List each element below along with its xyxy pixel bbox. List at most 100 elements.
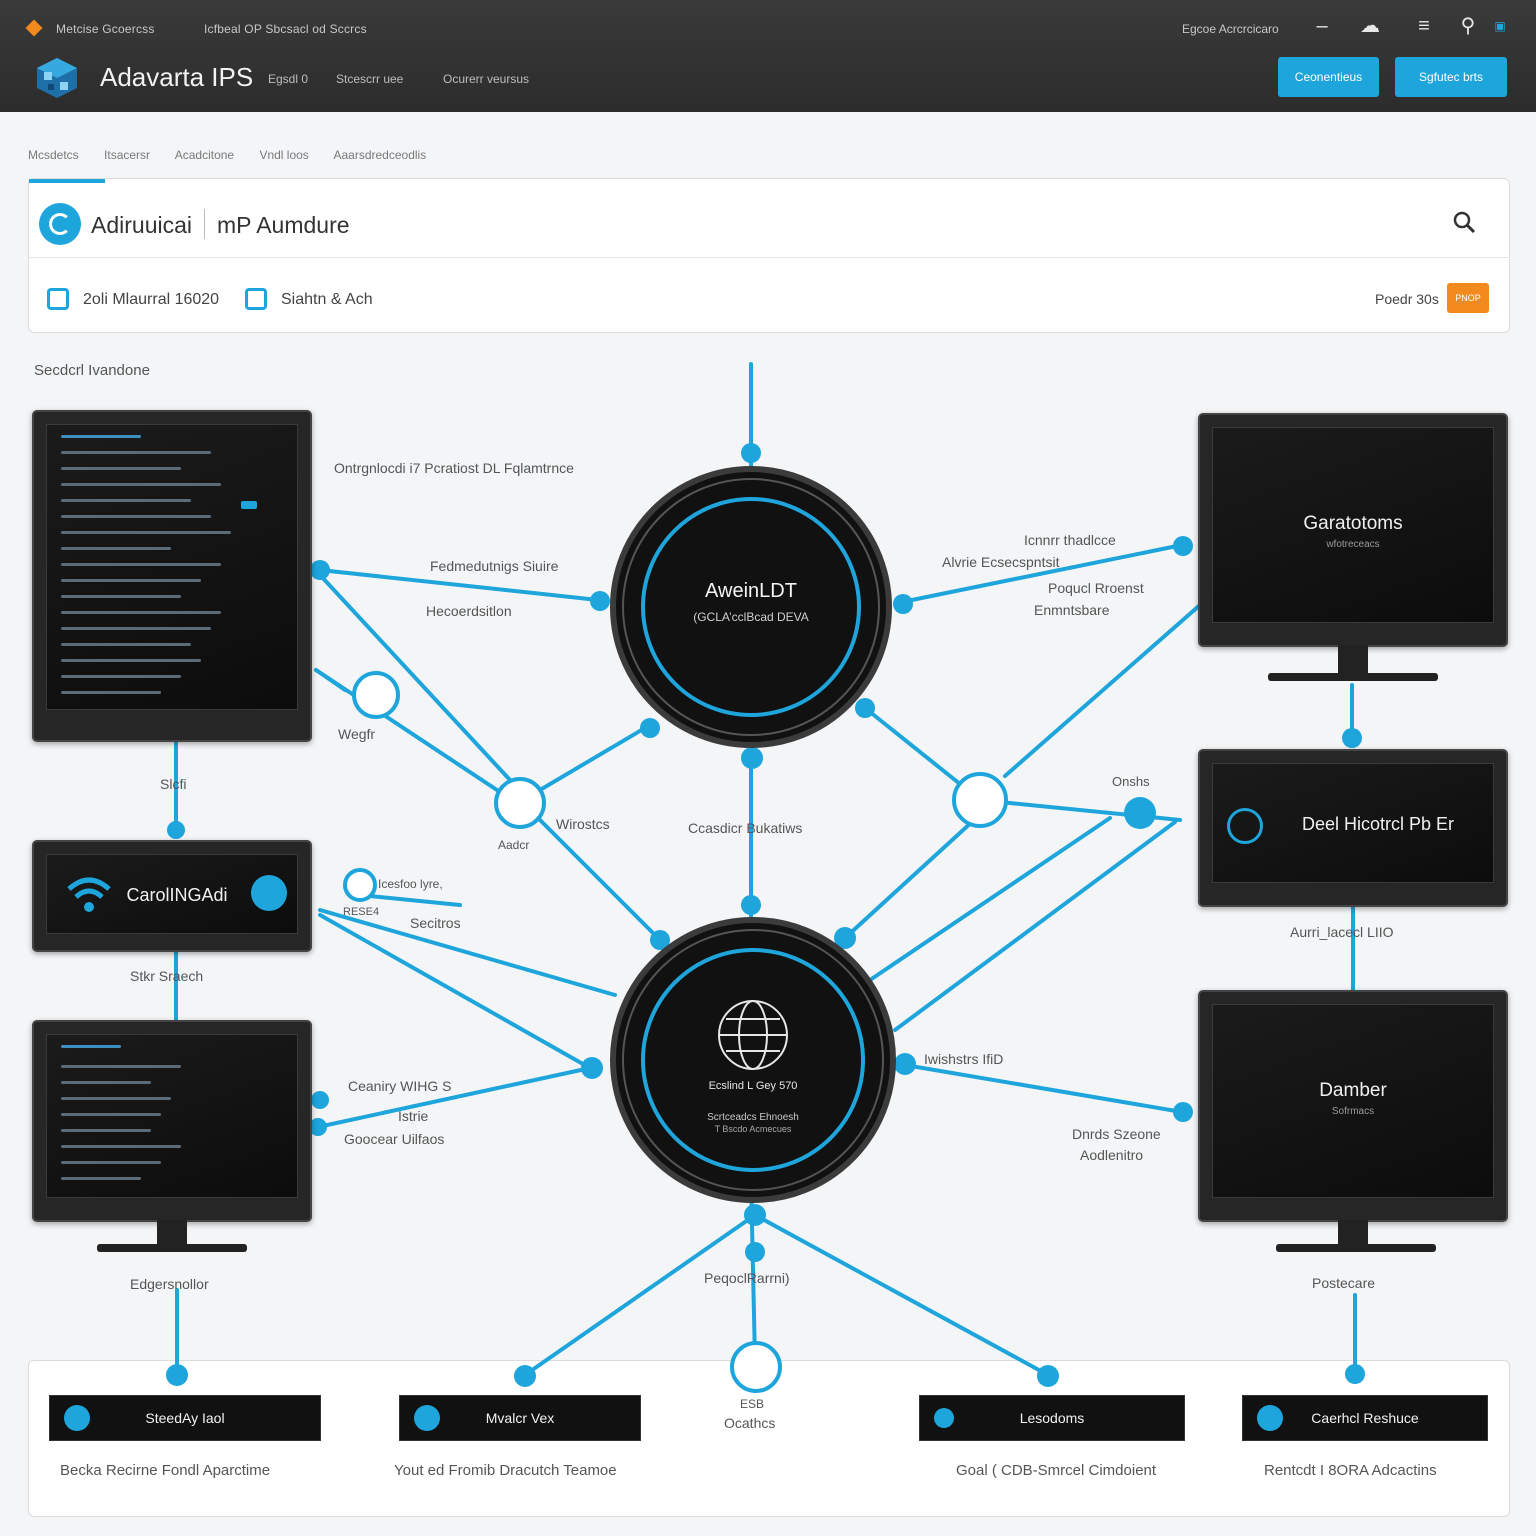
menu-icon[interactable]: ≡ (1418, 15, 1430, 37)
top-crumb-mid[interactable]: Icfbeal OP Sbcsacl od Sccrcs (204, 22, 367, 36)
connector-line (903, 1063, 1184, 1114)
connector-node (741, 443, 761, 463)
cloud-icon[interactable]: ☁ (1360, 15, 1380, 37)
monitor-bottom-right[interactable]: Damber Sofrmacs (1198, 990, 1508, 1252)
connector-line (523, 1213, 757, 1377)
monitor-screen: Damber Sofrmacs (1212, 1004, 1494, 1198)
breadcrumb-item[interactable]: Mcsdetcs (28, 148, 79, 162)
diagram-label: ESB (740, 1397, 765, 1411)
diagram-label: Hecoerdsitlon (426, 603, 512, 619)
monitor-bottom-left[interactable] (32, 1020, 312, 1252)
monitor-mid-left-title: CarolINGAdi (126, 885, 228, 905)
monitor-top-left[interactable] (32, 410, 312, 742)
connector-layer (166, 362, 1365, 1393)
connector-node (834, 927, 856, 949)
connector-node (744, 1204, 766, 1226)
minus-icon[interactable]: – (1316, 15, 1328, 37)
connector-node (855, 698, 875, 718)
monitor-mid-right-title: Deel Hicotrcl Pb Er (1301, 814, 1455, 834)
search-icon[interactable] (1453, 211, 1475, 233)
monitor-base (1268, 673, 1438, 681)
diagram-label: Poqucl Rroenst (1048, 580, 1144, 596)
hub-bottom-caption: T Bscdo Acmecues (714, 1124, 792, 1134)
page-subtitle: mP Aumdure (217, 212, 350, 238)
connector-node (745, 1242, 765, 1262)
diagram-label: Edgersnollor (130, 1276, 209, 1292)
monitor-mid-right[interactable]: Deel Hicotrcl Pb Er (1198, 749, 1508, 907)
monitor-bottom-right-subtitle: Sofrmacs (1331, 1106, 1375, 1117)
connector-line (316, 1066, 592, 1129)
network-diagram: Secdcrl Ivandone AweinLDT (GCLA’cclBcad … (0, 340, 1536, 1536)
connector-node (581, 1057, 603, 1079)
top-bar: Metcise Gcoercss Icfbeal OP Sbcsacl od S… (0, 0, 1536, 112)
top-crumb-left[interactable]: Metcise Gcoercss (56, 22, 155, 36)
ring-node-icon (494, 777, 546, 829)
monitor-base (97, 1244, 247, 1252)
diagram-label: Icesfoo lyre, (378, 877, 443, 891)
connector-line (753, 1213, 1050, 1377)
diagram-label: Ceaniry WIHG S (348, 1078, 452, 1094)
location-pin-icon[interactable]: ⚲ (1460, 15, 1476, 37)
diagram-label: Ccasdicr Bukatiws (688, 820, 803, 836)
monitor-stand (1338, 645, 1368, 675)
pill-caption: Yout ed Fromib Dracutch Teamoe (394, 1462, 617, 1479)
monitor-screen (46, 424, 298, 710)
diagram-label: Dnrds Szeone (1072, 1126, 1161, 1142)
primary-button-1[interactable]: Ceonentieus (1278, 57, 1379, 97)
window-icon[interactable]: ▣ (1494, 19, 1506, 33)
pill-icon (64, 1405, 90, 1431)
pill-button-2[interactable]: Mvalcr Vex (399, 1395, 641, 1441)
hub-top[interactable] (608, 464, 894, 750)
monitor-top-right-subtitle: wfotreceacs (1326, 539, 1380, 550)
diagram-label: Aodlenitro (1080, 1147, 1144, 1163)
nav-item-2[interactable]: Stcescrr uee (336, 72, 404, 86)
chip-status-label: Siahtn & Ach (281, 291, 373, 308)
connector-node (741, 747, 763, 769)
chip-status[interactable]: Siahtn & Ach (245, 285, 373, 315)
account-text[interactable]: Egcoe Acrcrcicaro (1182, 22, 1279, 36)
title-divider (204, 209, 205, 239)
connector-line (900, 543, 1184, 604)
status-badge[interactable]: PNOP (1447, 283, 1489, 313)
connector-node (514, 1365, 536, 1387)
primary-button-2[interactable]: Sgfutec brts (1395, 57, 1507, 97)
breadcrumb-item[interactable]: Itsacersr (104, 148, 151, 162)
hub-bottom[interactable] (608, 915, 898, 1205)
brand-name[interactable]: Adavarta IPS (100, 62, 254, 92)
monitor-top-right[interactable]: Garatotoms wfotreceacs (1198, 413, 1508, 681)
pill-button-1[interactable]: SteedAy Iaol (49, 1395, 321, 1441)
chip-date-label: 2oli Mlaurral 16020 (83, 291, 220, 308)
monitor-base (1276, 1244, 1436, 1252)
pill-icon (414, 1405, 440, 1431)
breadcrumb-item[interactable]: Acadcitone (174, 148, 235, 162)
connector-line (538, 723, 652, 792)
connector-node (166, 1364, 188, 1386)
connector-node (1173, 1102, 1193, 1122)
connector-node (650, 930, 670, 950)
diagram-label: Alvrie Ecsecspntsit (942, 554, 1060, 570)
breadcrumb-item[interactable]: Vndl loos (259, 148, 309, 162)
nav-item-1[interactable]: Egsdl 0 (268, 72, 309, 86)
ring-node-icon (352, 671, 400, 719)
breadcrumb-item[interactable]: Aaarsdredceodlis (333, 148, 427, 162)
nav-item-3[interactable]: Ocurerr veursus (443, 72, 530, 86)
pill-button-4[interactable]: Caerhcl Reshuce (1242, 1395, 1488, 1441)
monitor-mid-left[interactable]: CarolINGAdi (32, 840, 312, 952)
diagram-label: Postecare (1312, 1275, 1376, 1291)
diagram-label: Wegfr (338, 726, 376, 742)
pill-label: Lesodoms (1019, 1410, 1085, 1426)
connector-node (1037, 1365, 1059, 1387)
connector-node (167, 821, 185, 839)
shield-icon (1227, 808, 1263, 844)
connector-node (1124, 797, 1156, 829)
card-divider (29, 257, 1509, 258)
connector-node (1342, 728, 1362, 748)
diagram-label: Istrie (398, 1108, 429, 1124)
hub-top-title: AweinLDT (705, 580, 797, 602)
pill-button-3[interactable]: Lesodoms (919, 1395, 1185, 1441)
connector-line (358, 893, 462, 907)
wifi-icon (67, 877, 111, 912)
connector-node (640, 718, 660, 738)
chip-date[interactable]: 2oli Mlaurral 16020 (47, 285, 219, 315)
section-label: Secdcrl Ivandone (34, 362, 150, 379)
